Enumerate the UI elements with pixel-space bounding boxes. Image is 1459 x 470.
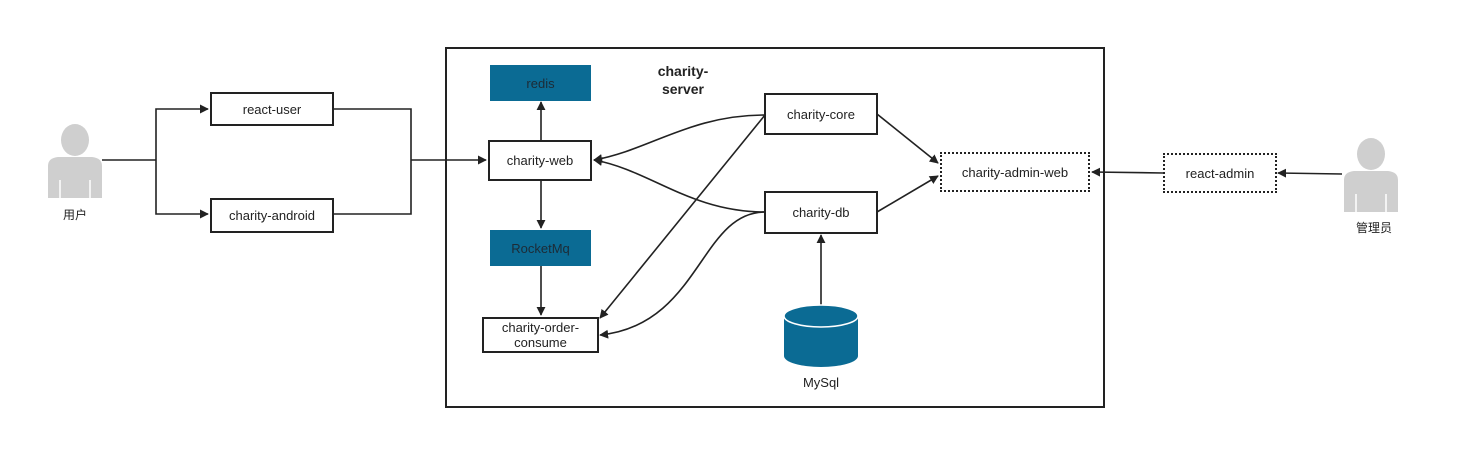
node-label: charity-db <box>792 205 850 220</box>
node-rocketmq: RocketMq <box>490 230 591 266</box>
database-cylinder-icon <box>783 304 859 367</box>
server-title: charity- server <box>657 63 709 97</box>
node-label: charity-core <box>787 106 855 122</box>
node-label: charity-web <box>506 153 574 168</box>
server-boundary <box>445 47 1105 408</box>
node-react-admin: react-admin <box>1163 153 1277 193</box>
node-charity-android: charity-android <box>210 198 334 233</box>
node-redis: redis <box>490 65 591 101</box>
node-label: charity-android <box>229 208 315 223</box>
edge-db-to-web <box>593 156 766 213</box>
database-label: MySql <box>802 375 840 390</box>
node-charity-order-consume: charity-order- consume <box>482 317 599 353</box>
person-icon <box>1344 138 1398 212</box>
person-icon <box>48 124 102 198</box>
edge-db-to-consume <box>599 211 766 339</box>
edge-db-to-admin-web <box>876 175 939 213</box>
edge-user-to-react-user <box>155 104 209 160</box>
node-label: charity-admin-web <box>961 164 1069 180</box>
node-charity-admin-web: charity-admin-web <box>940 152 1090 192</box>
node-charity-web: charity-web <box>488 140 592 181</box>
edge-core-to-consume <box>599 114 766 319</box>
edge-react-user-out <box>334 108 412 215</box>
node-label: RocketMq <box>511 240 570 256</box>
node-label: redis <box>526 75 555 91</box>
edge-user-to-android <box>155 160 209 219</box>
edge-core-to-web <box>593 114 766 164</box>
node-charity-core: charity-core <box>764 93 878 135</box>
node-label: charity-order- consume <box>501 320 580 350</box>
edge-admin-to-react-admin <box>1277 168 1343 178</box>
node-label: react-admin <box>1185 165 1255 181</box>
node-charity-db: charity-db <box>764 191 878 234</box>
node-label: react-user <box>242 101 302 117</box>
edge-core-to-admin-web <box>876 113 939 164</box>
node-react-user: react-user <box>210 92 334 126</box>
user-label: 用户 <box>62 208 87 222</box>
admin-label: 管理员 <box>1355 221 1392 235</box>
